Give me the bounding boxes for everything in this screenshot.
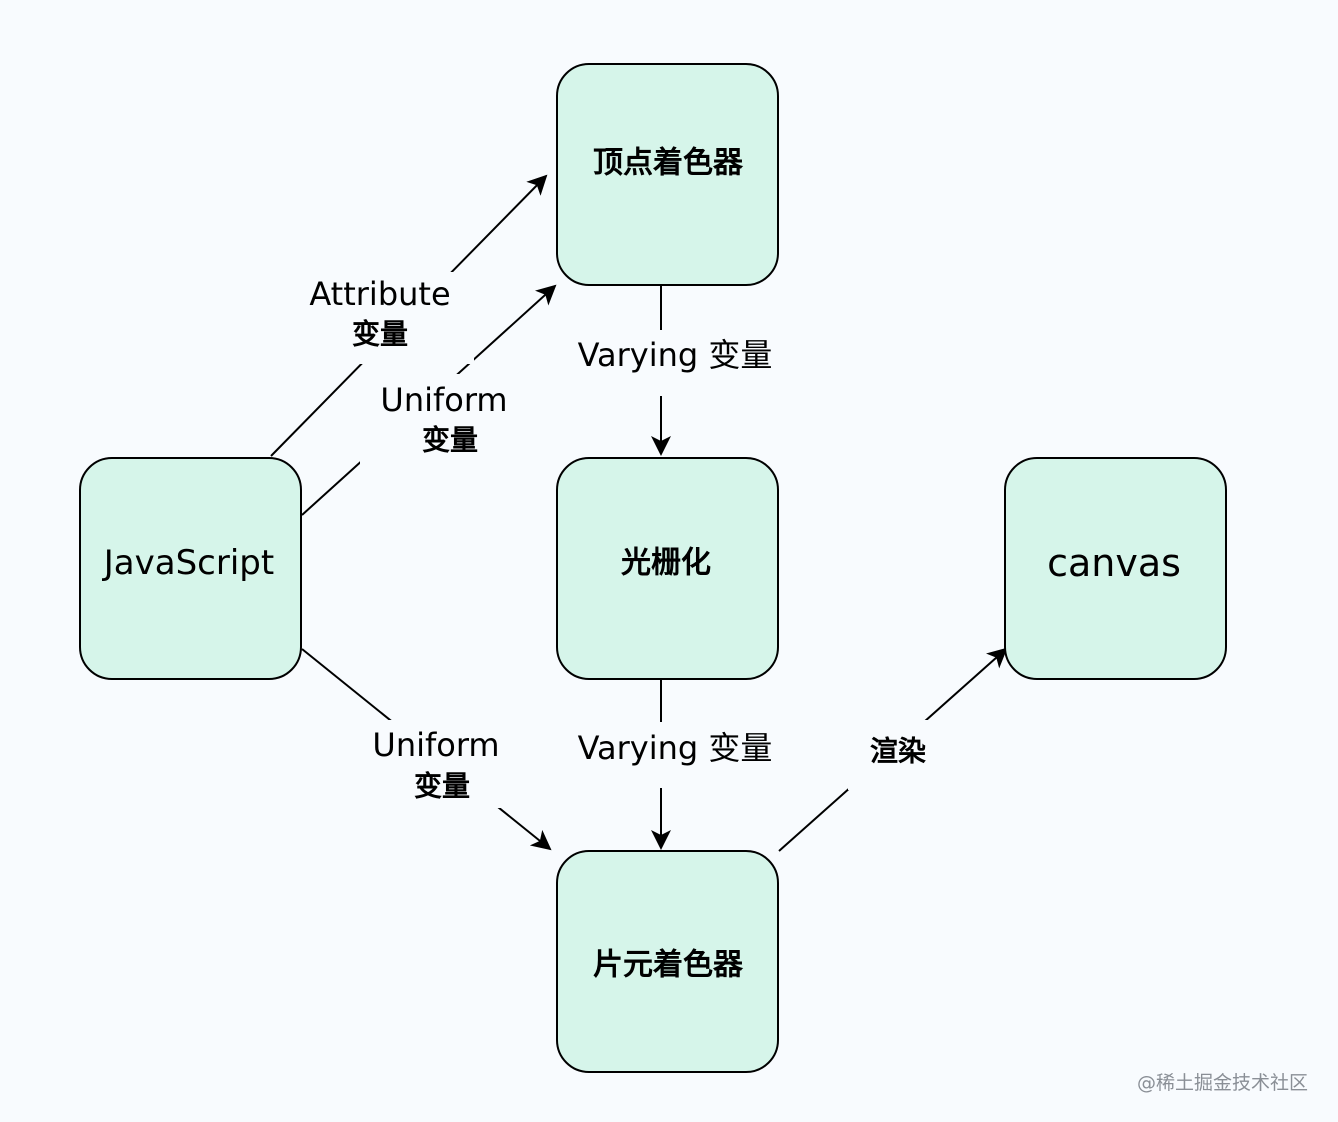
edge-label-uniform-to-fragment-line2: 变量	[414, 770, 470, 803]
edge-label-attribute: Attribute 变量	[286, 272, 474, 364]
node-javascript-label: JavaScript	[102, 543, 274, 583]
edge-label-uniform-to-fragment: Uniform 变量	[348, 720, 524, 808]
edge-label-render: 渲染	[848, 720, 952, 790]
node-javascript: JavaScript	[79, 457, 302, 680]
node-vertex-shader-label: 顶点着色器	[593, 146, 744, 181]
node-fragment-shader-label: 片元着色器	[593, 948, 744, 983]
edge-label-uniform-to-vertex: Uniform 变量	[360, 374, 528, 466]
node-vertex-shader: 顶点着色器	[556, 63, 779, 286]
edge-label-varying-2: Varying 变量	[566, 722, 784, 788]
edge-label-varying-1: Varying 变量	[566, 330, 784, 396]
node-rasterization-label: 光栅化	[621, 546, 711, 581]
edge-label-attribute-line2: 变量	[352, 318, 408, 351]
edge-label-attribute-line1: Attribute	[309, 275, 450, 313]
edge-label-uniform-to-fragment-line1: Uniform	[372, 726, 499, 764]
edge-label-uniform-to-vertex-line2: 变量	[422, 424, 478, 457]
edge-label-render-text: 渲染	[870, 735, 926, 768]
node-canvas-label: canvas	[1047, 541, 1181, 585]
node-rasterization: 光栅化	[556, 457, 779, 680]
watermark-text: @稀土掘金技术社区	[1137, 1072, 1308, 1094]
node-canvas: canvas	[1004, 457, 1227, 680]
edge-label-uniform-to-vertex-line1: Uniform	[380, 381, 507, 419]
edge-label-varying-1-text: Varying 变量	[578, 336, 773, 374]
node-fragment-shader: 片元着色器	[556, 850, 779, 1073]
edge-label-varying-2-text: Varying 变量	[578, 729, 773, 767]
